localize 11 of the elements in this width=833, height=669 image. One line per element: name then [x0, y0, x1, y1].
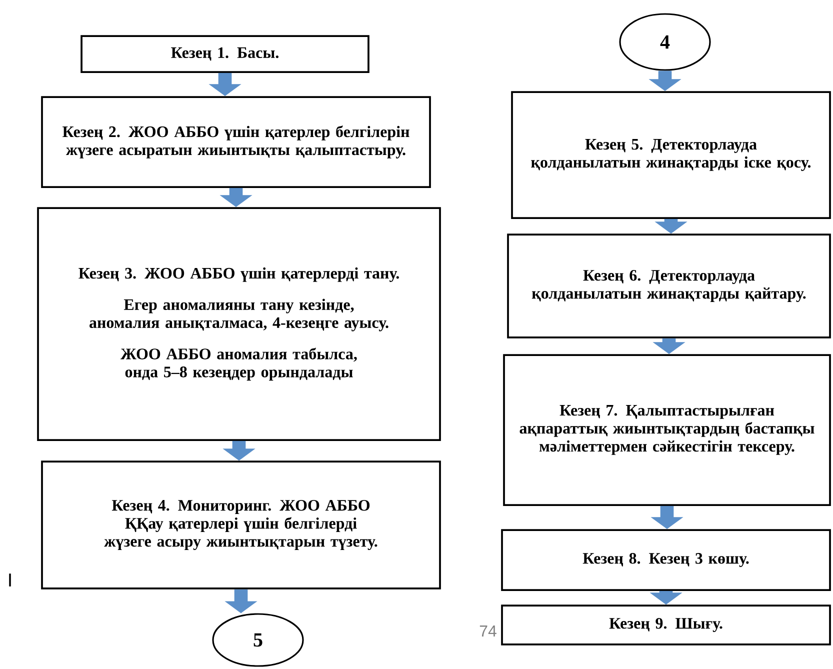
- process-box: Кезең 3. ЖОО АББО үшін қатерлерді тану. Егер аномалияны тану кезінде, аномалия анықталмаса, 4-кезеңге ауысу. ЖОО АББО аномалия табылса, онда 5–8 кезеңдер орындалады: [37, 207, 441, 441]
- process-box: Кезең 1. Басы.: [80, 35, 370, 73]
- process-box: Кезең 9. Шығу.: [501, 604, 831, 646]
- stray-mark: I: [9, 574, 11, 586]
- process-box: Кезең 8. Кезең 3 көшу.: [501, 529, 831, 591]
- process-box: Кезең 4. Мониторинг. ЖОО АББО ҚҚау қатерлері үшін белгілерді жүзеге асыру жиынтықтарын түзету.: [41, 460, 441, 590]
- process-box: Кезең 5. Детекторлауда қолданылатын жинақтарды іске қосу.: [511, 91, 831, 219]
- process-box: Кезең 6. Детекторлауда қолданылатын жинақтарды қайтару.: [507, 234, 831, 338]
- page-number: 74: [480, 626, 496, 637]
- process-box: Кезең 2. ЖОО АББО үшін қатерлер белгілерін жүзеге асыратын жиынтықты қалыптастыру.: [41, 96, 431, 188]
- process-box: Кезең 7. Қалыптастырылған ақпараттық жиынтықтардың бастапқы мәліметтермен сәйкестігін тексеру.: [503, 354, 831, 506]
